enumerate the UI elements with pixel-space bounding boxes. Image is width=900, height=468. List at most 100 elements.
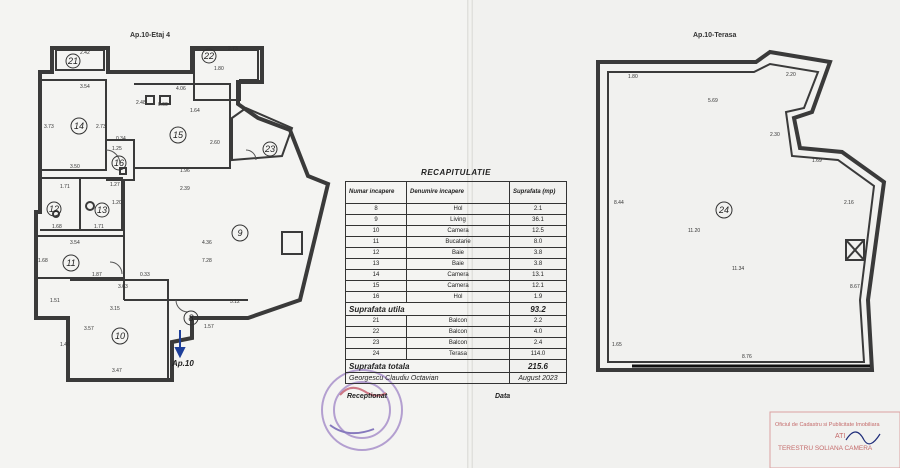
cell-name: Balcon [406, 315, 510, 327]
dim-label: 1.68 [52, 224, 62, 230]
cell-name: Balcon [406, 337, 510, 349]
useful-area-value: 93.2 [509, 302, 567, 316]
room-label-13: 13 [97, 205, 107, 215]
cell-number: 21 [345, 315, 407, 327]
cell-number: 22 [345, 326, 407, 338]
dim-label: 0.34 [116, 136, 126, 142]
floor-plan-drawing: 21 22 14 15 16 23 12 13 9 11 8 10 Ap.10 … [34, 46, 403, 451]
cell-name: Camera [406, 269, 510, 281]
room-labels: 21 22 14 15 16 23 12 13 9 11 8 10 [49, 51, 275, 341]
dim-label: 1.96 [180, 168, 190, 174]
cell-area: 12.1 [509, 280, 567, 292]
room-label-11: 11 [66, 258, 75, 268]
cell-area: 3.8 [509, 258, 567, 270]
dim-label: 1.87 [92, 272, 102, 278]
recap-col-number: Numar incapere [345, 181, 407, 204]
recap-col-area: Suprafata (mp) [509, 181, 567, 204]
dim-label: 3.54 [70, 240, 80, 246]
room-label-9: 9 [237, 228, 242, 238]
cell-area: 12.5 [509, 225, 567, 237]
cell-number: 8 [345, 203, 407, 215]
room-label-22: 22 [203, 51, 214, 61]
cell-area: 4.0 [509, 326, 567, 338]
author-name: Georgescu Claudiu Octavian [345, 372, 510, 384]
dim-label: 2.73 [228, 46, 238, 52]
dim-label: 1.57 [204, 324, 214, 330]
dim-label: 3.57 [84, 326, 94, 332]
dim-label: 0.33 [140, 272, 150, 278]
cell-number: 12 [345, 247, 407, 259]
cell-number: 24 [345, 348, 407, 360]
entry-arrow [174, 330, 186, 359]
dim-label: 2.60 [210, 140, 220, 146]
cell-area: 1.9 [509, 291, 567, 303]
cell-area: 3.8 [509, 247, 567, 259]
dim-label: 3.54 [80, 84, 90, 90]
floor-dimensions: 2.42 2.73 1.80 3.54 4.06 2.48 0.60 1.64 … [38, 46, 240, 374]
cell-area: 114.0 [509, 348, 567, 360]
dim-label: 3.63 [118, 284, 128, 290]
dim-label: 1.27 [110, 182, 120, 188]
total-area-value: 215.6 [509, 359, 567, 373]
useful-area-label: Suprafata utila [345, 302, 510, 316]
document-date: August 2023 [509, 372, 567, 384]
cell-name: Hol [406, 203, 510, 215]
outer-wall [34, 46, 331, 382]
cell-number: 16 [345, 291, 407, 303]
cell-area: 13.1 [509, 269, 567, 281]
dim-label: 1.51 [50, 298, 60, 304]
dim-label: 4.06 [176, 86, 186, 92]
cell-area: 2.4 [509, 337, 567, 349]
dim-label: 1.71 [94, 224, 104, 230]
cell-number: 9 [345, 214, 407, 226]
cell-name: Living [406, 214, 510, 226]
cell-name: Baie [406, 247, 510, 259]
cell-name: Camera [406, 225, 510, 237]
dim-label: 7.28 [202, 258, 212, 264]
cell-number: 15 [345, 280, 407, 292]
dim-label: 4.36 [202, 240, 212, 246]
room-label-14: 14 [74, 121, 84, 131]
cell-area: 8.0 [509, 236, 567, 248]
recap-table: Numar incapere Denumire incapere Suprafa… [345, 181, 567, 384]
dim-label: 2.73 [96, 124, 106, 130]
dim-label: 1.80 [214, 66, 224, 72]
cell-number: 13 [345, 258, 407, 270]
cell-name: Terasa [406, 348, 510, 360]
room-label-10: 10 [115, 331, 125, 341]
entry-label: Ap.10 [171, 359, 194, 368]
dim-label: 1.68 [38, 258, 48, 264]
cell-area: 2.2 [509, 315, 567, 327]
room-label-8: 8 [188, 313, 193, 323]
room-label-23: 23 [264, 144, 275, 154]
cell-name: Balcon [406, 326, 510, 338]
data-label: Data [495, 393, 511, 400]
cell-name: Camera [406, 280, 510, 292]
room-label-16: 16 [114, 158, 124, 168]
dim-label: 3.73 [44, 124, 54, 130]
dim-label: 1.25 [112, 146, 122, 152]
dim-label: 0.60 [158, 102, 168, 108]
cell-number: 11 [345, 236, 407, 248]
cell-name: Baie [406, 258, 510, 270]
dim-label: 5.12 [230, 299, 240, 305]
dim-label: 1.64 [190, 108, 200, 114]
recap-header-row: Numar incapere Denumire incapere Suprafa… [345, 181, 567, 204]
cell-area: 36.1 [509, 214, 567, 226]
recap-title: RECAPITULATIE [421, 168, 491, 177]
